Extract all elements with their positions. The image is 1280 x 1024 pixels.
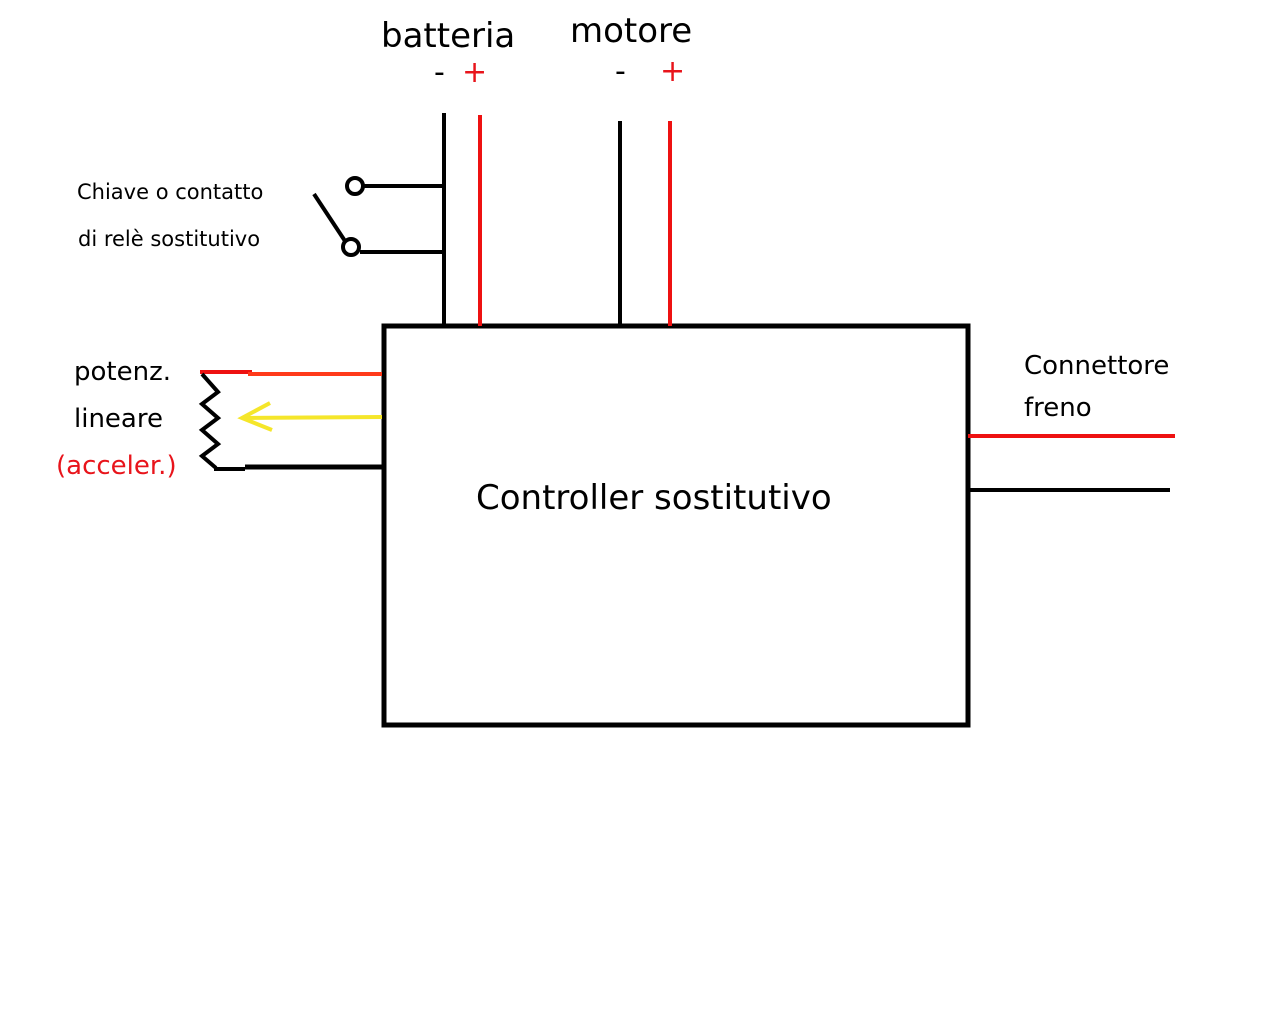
- motor-label: motore: [570, 11, 693, 51]
- pot-label-line1: potenz.: [74, 357, 171, 387]
- pot-label-line3: (acceler.): [56, 451, 177, 481]
- wiper-arrow: [237, 401, 383, 432]
- key-switch: [312, 176, 444, 257]
- battery-minus-sign: -: [434, 55, 445, 90]
- switch-terminal-top: [345, 176, 365, 196]
- potentiometer: [198, 370, 384, 471]
- resistor-zigzag: [198, 372, 222, 470]
- brake-label-line1: Connettore: [1024, 351, 1170, 381]
- battery-label: batteria: [381, 16, 516, 56]
- pot-label-line2: lineare: [74, 404, 163, 434]
- motor-plus-sign: +: [660, 54, 686, 89]
- controller-label: Controller sostitutivo: [476, 478, 832, 518]
- battery-plus-sign: +: [462, 55, 488, 90]
- controller-box: [381, 323, 971, 728]
- brake-label-line2: freno: [1024, 393, 1092, 423]
- switch-lever: [312, 192, 347, 243]
- key-label-line1: Chiave o contatto: [77, 180, 264, 204]
- key-label-line2: di relè sostitutivo: [78, 227, 261, 251]
- motor-minus-sign: -: [615, 54, 626, 89]
- switch-terminal-bottom: [341, 237, 361, 257]
